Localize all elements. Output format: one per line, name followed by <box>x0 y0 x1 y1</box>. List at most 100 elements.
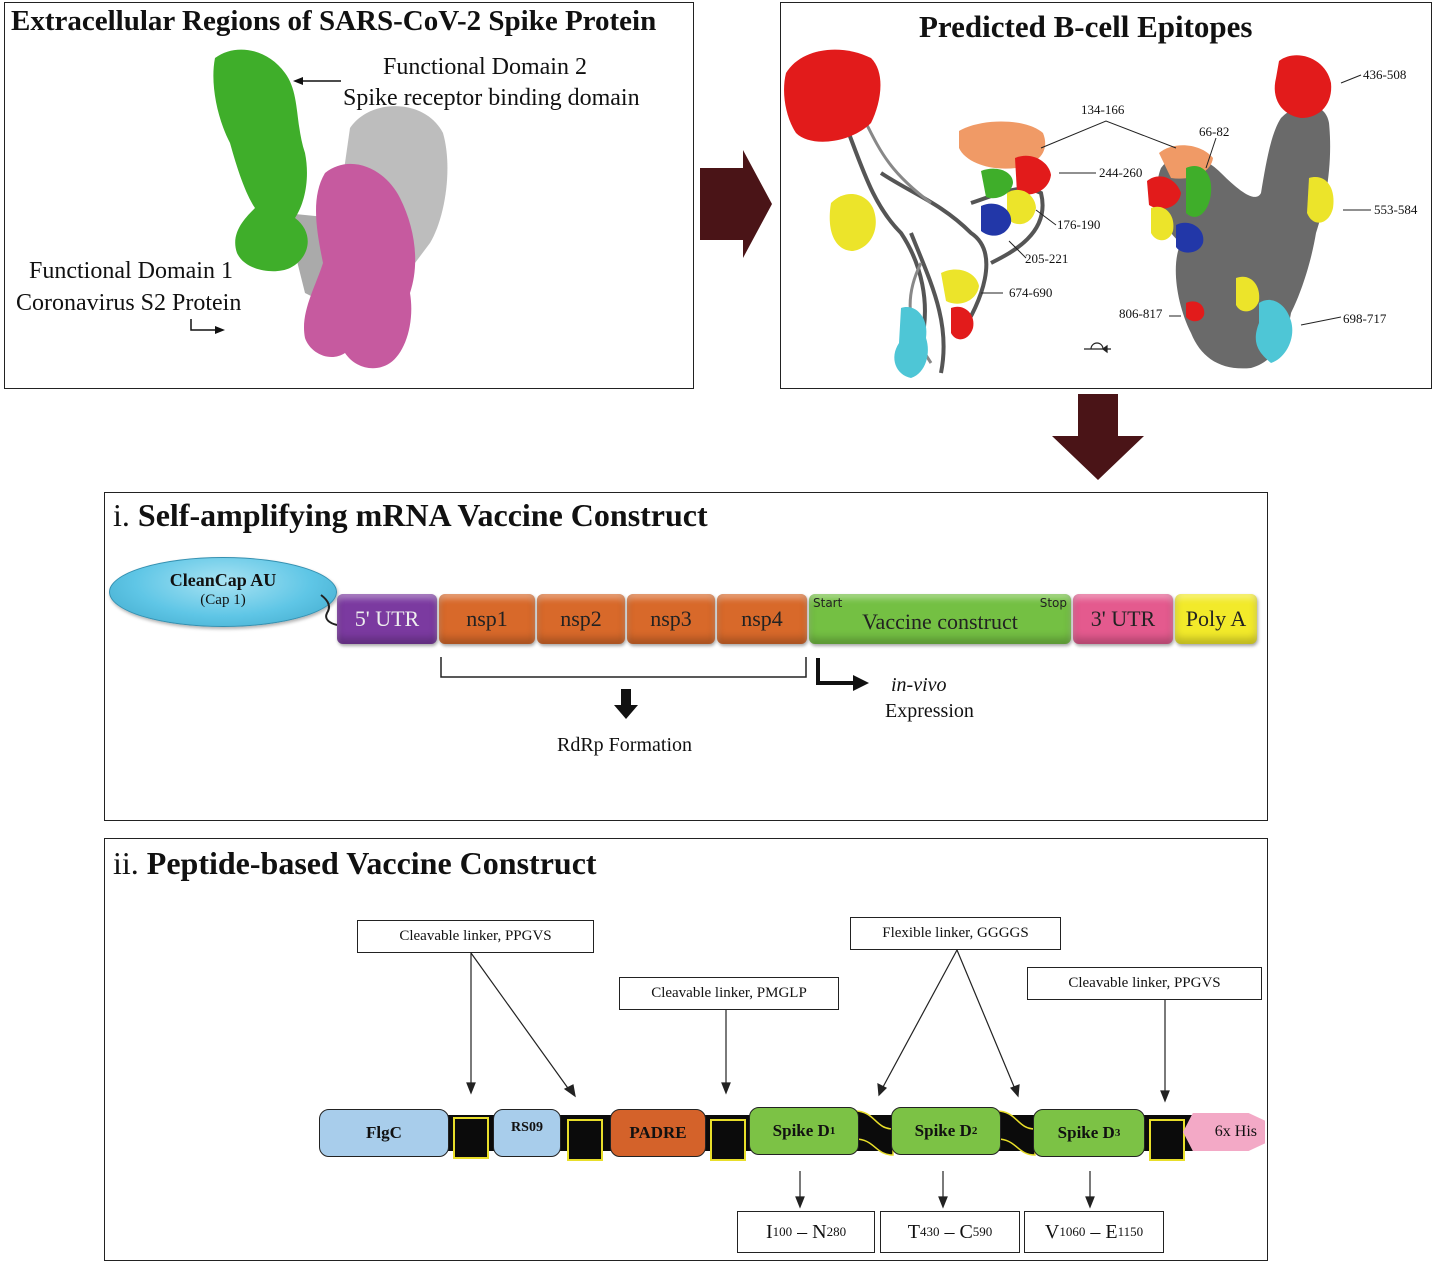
arrow-down-icon <box>1052 394 1144 480</box>
range-d3-start-sub: 1060 <box>1059 1224 1086 1239</box>
segment-nsp4: nsp4 <box>717 594 807 644</box>
panel-ii-title-text: Peptide-based Vaccine Construct <box>146 845 597 881</box>
linker-box-ppgvs-1: Cleavable linker, PPGVS <box>357 920 594 953</box>
range-d2-start-sub: 430 <box>919 1224 940 1239</box>
panel-mrna-construct: i. Self-amplifying mRNA Vaccine Construc… <box>104 492 1268 821</box>
epitope-yellow-right <box>1151 206 1174 241</box>
range-d1-start: I <box>765 1220 773 1243</box>
range-d3-end: E <box>1105 1220 1118 1243</box>
panel-a-title: Extracellular Regions of SARS-CoV-2 Spik… <box>11 5 657 37</box>
range-d2-start: T <box>907 1220 920 1243</box>
epitope-blue-right <box>1176 222 1204 253</box>
range-d2-end: C <box>959 1220 973 1243</box>
epitope-yellow-low <box>941 269 979 304</box>
range-d3-dash: – <box>1085 1220 1106 1243</box>
linker-pointer-arrows <box>466 949 1170 1209</box>
range-d2-dash: – <box>939 1220 960 1243</box>
arrow-right-icon <box>700 150 772 258</box>
spike-d1-base: Spike D <box>772 1121 830 1140</box>
cleancap-ellipse: CleanCap AU (Cap 1) <box>109 557 337 627</box>
domain1-label-line1: Functional Domain 1 <box>29 258 233 284</box>
cap-connector <box>320 594 338 626</box>
spike-d2-sub: 2 <box>971 1125 978 1137</box>
epitope-red-right <box>1147 176 1181 209</box>
expression-arrow-icon <box>816 658 857 685</box>
linker-block-1 <box>453 1117 489 1159</box>
epitope-yellow-mid-right <box>1236 276 1260 312</box>
spike-d2-base: Spike D <box>914 1121 972 1140</box>
range-d1-end-sub: 280 <box>826 1224 847 1239</box>
epitope-label-244-260: 244-260 <box>1099 165 1143 180</box>
in-vivo-label: in-vivo <box>891 674 947 696</box>
panel-bcell-epitopes: Predicted B-cell Epitopes <box>780 2 1432 389</box>
epitope-yellow-left <box>829 193 876 251</box>
panel-i-title: i. Self-amplifying mRNA Vaccine Construc… <box>113 497 708 534</box>
range-d3-end-sub: 1150 <box>1117 1224 1144 1239</box>
rdrp-label: RdRp Formation <box>557 734 693 756</box>
linker-block-3 <box>710 1119 746 1161</box>
epitope-red-top <box>784 49 881 142</box>
linker-block-2 <box>567 1119 603 1161</box>
epitope-red-mid <box>1015 155 1051 195</box>
epitope-red-low <box>951 306 974 340</box>
segment-vaccine-construct: Start Stop Vaccine construct <box>809 594 1071 644</box>
linker-box-pmglp: Cleavable linker, PMGLP <box>619 977 839 1010</box>
range-d1-start-sub: 100 <box>772 1224 793 1239</box>
epitope-label-436-508: 436-508 <box>1363 67 1407 82</box>
tag-label: 6x His <box>1214 1123 1257 1140</box>
stop-label: Stop <box>1039 596 1067 610</box>
panel-i-title-text: Self-amplifying mRNA Vaccine Construct <box>137 497 708 533</box>
segment-5utr: 5' UTR <box>337 594 437 644</box>
epitope-green-right <box>1186 165 1212 217</box>
range-d2-end-sub: 590 <box>972 1224 993 1239</box>
segment-nsp3: nsp3 <box>627 594 715 644</box>
epitope-green <box>981 168 1013 199</box>
epitope-red-top-right <box>1274 55 1332 118</box>
segment-polya: Poly A <box>1175 594 1257 644</box>
epitope-label-66-82: 66-82 <box>1199 124 1230 139</box>
epitope-label-205-221: 205-221 <box>1025 251 1069 266</box>
range-d1-dash: – <box>792 1220 813 1243</box>
domain2-green <box>213 49 308 272</box>
block-rs09: RS09 <box>493 1109 561 1157</box>
arrow-to-domain1 <box>190 319 225 334</box>
epitope-label-674-690: 674-690 <box>1009 285 1053 300</box>
domain2-label-line1: Functional Domain 2 <box>383 54 587 80</box>
panel-spike-extracellular: Extracellular Regions of SARS-CoV-2 Spik… <box>4 2 694 389</box>
epitope-label-698-717: 698-717 <box>1343 311 1387 326</box>
spike-d3-base: Spike D <box>1057 1123 1115 1142</box>
arrow-to-domain2 <box>293 77 341 85</box>
linker-box-ggggs: Flexible linker, GGGGS <box>850 917 1061 950</box>
epitope-label-806-817: 806-817 <box>1119 306 1163 321</box>
segment-nsp2: nsp2 <box>537 594 625 644</box>
cleancap-label: CleanCap AU <box>169 570 277 590</box>
panel-peptide-construct: ii. Peptide-based Vaccine Construct Clea… <box>104 838 1268 1261</box>
range-d3-start: V <box>1044 1220 1060 1243</box>
spike-d3-sub: 3 <box>1114 1127 1121 1139</box>
panel-ii-title: ii. Peptide-based Vaccine Construct <box>113 845 597 882</box>
panel-b-title: Predicted B-cell Epitopes <box>919 9 1253 44</box>
segment-3utr: 3' UTR <box>1073 594 1173 644</box>
domain1-label-line2: Coronavirus S2 Protein <box>16 290 242 316</box>
epitope-structures-image <box>784 49 1371 378</box>
rdrp-arrow-icon <box>614 689 638 719</box>
epitope-yellow-553 <box>1307 177 1334 223</box>
segment-nsp1: nsp1 <box>439 594 535 644</box>
epitope-yellow-mid <box>1007 189 1036 225</box>
vaccine-construct-label: Vaccine construct <box>862 609 1018 634</box>
range-d1-end: N <box>812 1220 827 1243</box>
rdrp-bracket-and-arrows <box>440 657 869 719</box>
rotate-icon <box>1084 342 1111 354</box>
epitope-cyan-698 <box>1255 299 1293 363</box>
spike-structure-image <box>213 49 448 369</box>
epitope-label-134-166: 134-166 <box>1081 102 1125 117</box>
epitope-cyan-low <box>894 307 928 378</box>
domain2-label-line2: Spike receptor binding domain <box>343 85 640 111</box>
epitope-blue <box>981 203 1012 236</box>
epitope-label-553-584: 553-584 <box>1374 202 1418 217</box>
